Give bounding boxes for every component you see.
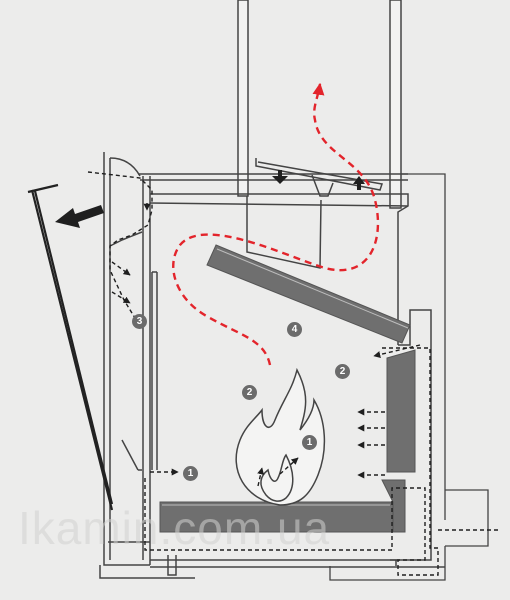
insert-body (99, 152, 445, 579)
ash-pit (108, 439, 177, 576)
smoke-chamber (246, 158, 383, 269)
marker-2-flame: 2 (242, 385, 257, 400)
baffle-arrows (272, 170, 365, 190)
watermark: Ikamin.com.ua (18, 502, 331, 554)
marker-4: 4 (287, 322, 302, 337)
up-arrow-icon (353, 176, 365, 190)
down-arrow-icon (272, 170, 288, 184)
air-flow (87, 171, 500, 576)
hot-gas-flow (172, 82, 380, 366)
left-arrow-icon (55, 205, 104, 228)
marker-2-right: 2 (335, 364, 350, 379)
marker-3: 3 (132, 314, 147, 329)
glass-door (27, 183, 114, 511)
outlet-arrow (55, 205, 104, 228)
surround-wall (329, 173, 489, 581)
marker-1-left: 1 (183, 466, 198, 481)
firebricks (159, 244, 416, 533)
flue-pipe (237, 0, 402, 209)
marker-1-flame: 1 (302, 435, 317, 450)
